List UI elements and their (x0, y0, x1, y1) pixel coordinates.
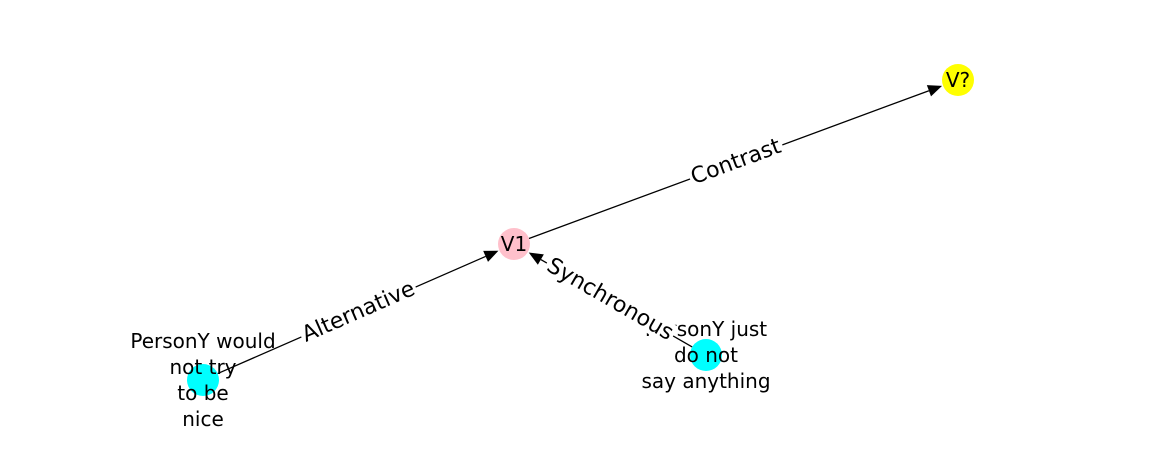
edge-label-contrast: Contrast (686, 134, 786, 190)
node-nice[interactable] (187, 364, 219, 396)
edge-label-text: Alternative (298, 276, 419, 347)
nodes-layer (187, 64, 974, 396)
edge-label-text: Contrast (688, 134, 785, 190)
edge-alternative-arrowhead (483, 250, 499, 262)
node-vq[interactable] (942, 64, 974, 96)
edge-label-alternative: Alternative (297, 276, 420, 348)
edge-label-bg (686, 135, 786, 189)
node-label-vq: V? (946, 68, 970, 92)
edge-label-bg (541, 253, 679, 346)
node-label-v1: V1 (501, 232, 527, 256)
node-v1[interactable] (498, 228, 530, 260)
node-say[interactable] (690, 339, 722, 371)
edge-label-synchronous: Synchronous (541, 253, 679, 346)
edge-synchronous-arrowhead (528, 252, 544, 265)
edge-label-bg (297, 277, 420, 347)
edge-label-text: Synchronous (542, 253, 677, 346)
edge-contrast-arrowhead (926, 85, 943, 97)
